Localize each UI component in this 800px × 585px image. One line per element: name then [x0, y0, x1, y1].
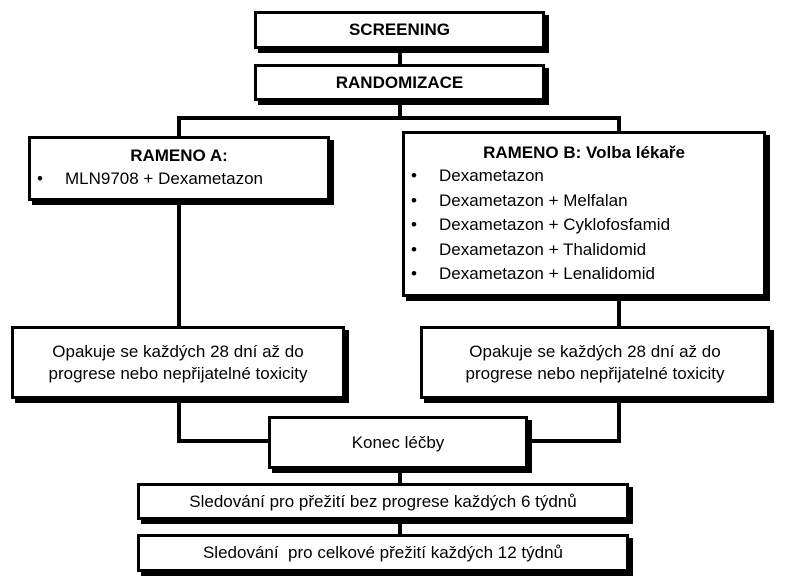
- connector-end-followup: [398, 468, 402, 484]
- connector-repeat-b-down: [617, 398, 621, 443]
- connector-screening-randomization: [398, 48, 402, 65]
- randomization-box: RANDOMIZACE: [254, 64, 545, 101]
- arm-b-item: Dexametazon + Melfalan: [405, 189, 763, 214]
- connector-to-arm-a: [177, 116, 181, 137]
- arm-a-item: MLN9708 + Dexametazon: [31, 167, 327, 192]
- randomization-label: RANDOMIZACE: [335, 72, 464, 92]
- repeat-a-line1: Opakuje se každých 28 dní až do: [52, 341, 304, 361]
- arm-b-item: Dexametazon + Lenalidomid: [405, 262, 763, 287]
- arm-a-box: RAMENO A: MLN9708 + Dexametazon: [28, 136, 330, 201]
- arm-b-title: RAMENO B: Volba lékaře: [483, 143, 685, 162]
- connector-arm-b-repeat: [617, 296, 621, 327]
- connector-followup-followup: [398, 519, 402, 535]
- arm-b-box: RAMENO B: Volba lékaře Dexametazon Dexam…: [402, 131, 766, 297]
- screening-box: SCREENING: [254, 11, 545, 49]
- followup-pfs-label: Sledování pro přežití bez progrese každý…: [189, 491, 577, 511]
- connector-horizontal-right: [527, 439, 621, 443]
- followup-os-box: Sledování pro celkové přežití každých 12…: [137, 534, 629, 572]
- arm-a-title: RAMENO A:: [130, 146, 228, 165]
- arm-b-item: Dexametazon + Cyklofosfamid: [405, 213, 763, 238]
- connector-randomization-split: [398, 100, 402, 118]
- screening-label: SCREENING: [348, 20, 451, 39]
- connector-horizontal-top: [177, 116, 621, 120]
- arm-b-item: Dexametazon + Thalidomid: [405, 238, 763, 263]
- repeat-a-line2: progrese nebo nepřijatelné toxicity: [48, 363, 308, 383]
- arm-b-list: Dexametazon Dexametazon + Melfalan Dexam…: [405, 164, 763, 287]
- arm-a-list: MLN9708 + Dexametazon: [31, 167, 327, 192]
- repeat-b-box: Opakuje se každých 28 dní až do progrese…: [420, 326, 770, 399]
- end-of-treatment-label: Konec léčby: [351, 432, 445, 452]
- connector-horizontal-left: [177, 439, 269, 443]
- followup-os-label: Sledování pro celkové přežití každých 12…: [202, 543, 564, 562]
- repeat-a-box: Opakuje se každých 28 dní až do progrese…: [11, 326, 345, 399]
- connector-arm-a-repeat: [177, 200, 181, 327]
- end-of-treatment-box: Konec léčby: [268, 416, 528, 469]
- followup-pfs-box: Sledování pro přežití bez progrese každý…: [137, 483, 629, 520]
- connector-repeat-a-down: [177, 398, 181, 443]
- repeat-b-line1: Opakuje se každých 28 dní až do: [469, 341, 721, 361]
- arm-b-item: Dexametazon: [405, 164, 763, 189]
- repeat-b-line2: progrese nebo nepřijatelné toxicity: [465, 363, 725, 383]
- connector-to-arm-b: [617, 116, 621, 132]
